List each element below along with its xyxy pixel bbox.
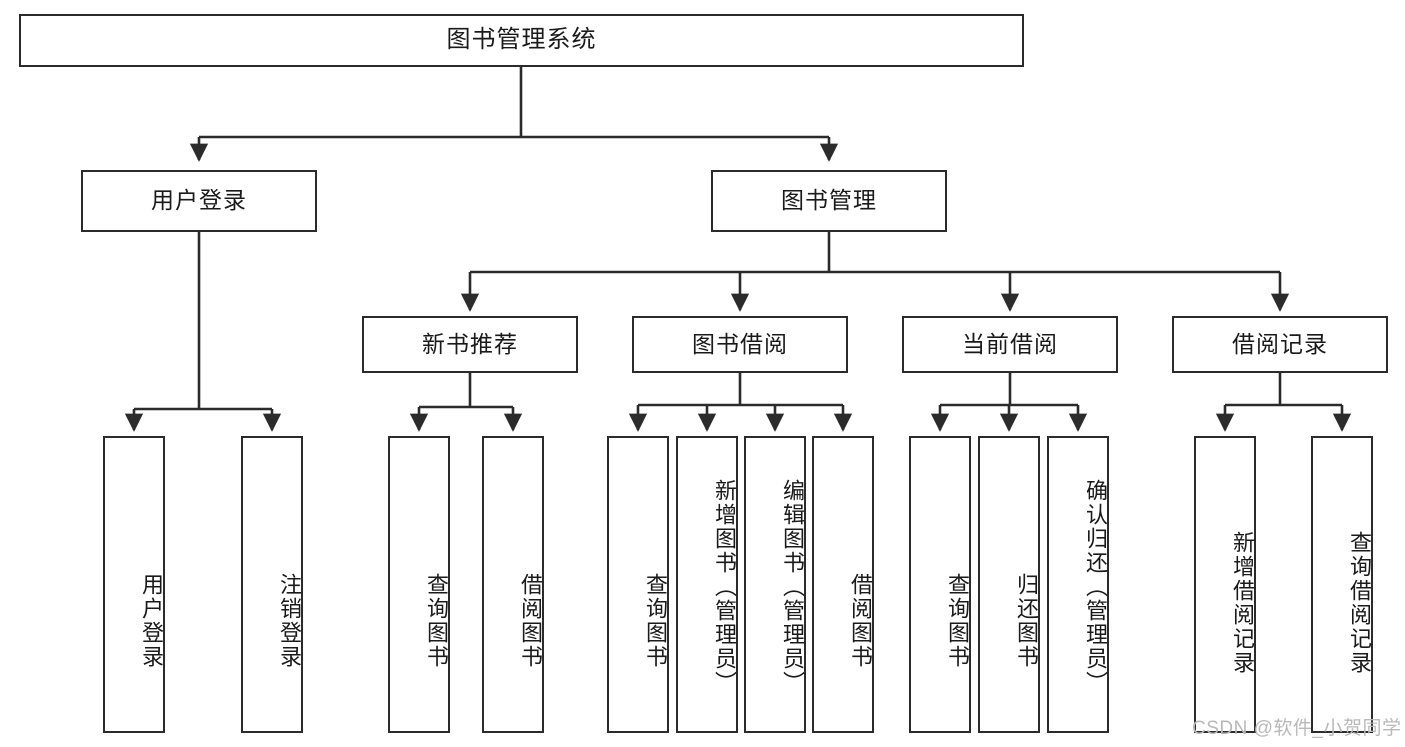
leaf-edit-book-admin[interactable]: 编辑图书（管理员） (744, 436, 806, 733)
node-user-login[interactable]: 用户登录 (81, 170, 317, 232)
node-borrow-record[interactable]: 借阅记录 (1172, 316, 1388, 373)
leaf-borrow-book[interactable]: 借阅图书 (812, 436, 874, 733)
node-book-borrow[interactable]: 图书借阅 (632, 316, 848, 373)
watermark-text: CSDN @软件_小贺同学 (1192, 718, 1402, 739)
leaf-query-book-recommend[interactable]: 查询图书 (388, 436, 450, 733)
node-current-borrow[interactable]: 当前借阅 (902, 316, 1118, 373)
leaf-user-logout[interactable]: 注销登录 (241, 436, 303, 733)
leaf-confirm-return-admin[interactable]: 确认归还（管理员） (1047, 436, 1109, 733)
leaf-add-book-admin[interactable]: 新增图书（管理员） (676, 436, 738, 733)
leaf-add-borrow-record[interactable]: 新增借阅记录 (1194, 436, 1256, 733)
node-book-manage[interactable]: 图书管理 (711, 170, 947, 232)
leaf-query-borrow-record[interactable]: 查询借阅记录 (1311, 436, 1373, 733)
leaf-query-book-borrow[interactable]: 查询图书 (607, 436, 669, 733)
leaf-query-book-current[interactable]: 查询图书 (909, 436, 971, 733)
leaf-borrow-book-recommend[interactable]: 借阅图书 (482, 436, 544, 733)
leaf-return-book[interactable]: 归还图书 (978, 436, 1040, 733)
node-new-book-recommend[interactable]: 新书推荐 (362, 316, 578, 373)
node-root[interactable]: 图书管理系统 (19, 14, 1024, 67)
leaf-user-login[interactable]: 用户登录 (103, 436, 165, 733)
